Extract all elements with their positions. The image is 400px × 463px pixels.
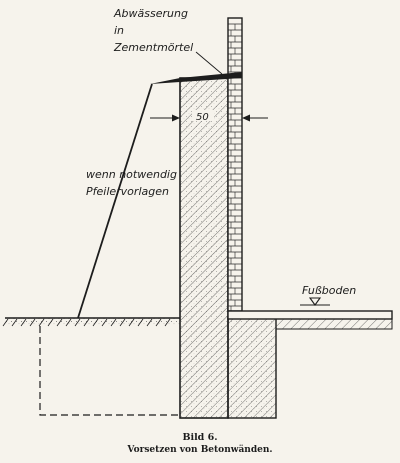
ground-tick bbox=[2, 318, 9, 327]
floor-level-marker bbox=[308, 297, 322, 306]
ground-tick bbox=[65, 318, 72, 327]
floor-slab bbox=[227, 310, 393, 320]
ground-tick bbox=[119, 318, 126, 327]
ground-tick bbox=[47, 318, 54, 327]
dimension-label: 50 bbox=[196, 112, 209, 123]
ground-tick bbox=[155, 318, 162, 327]
ground-tick bbox=[74, 318, 81, 327]
drainage-label-line2: in bbox=[114, 24, 124, 37]
ground-tick bbox=[146, 318, 153, 327]
ground-tick bbox=[128, 318, 135, 327]
ground-tick bbox=[11, 318, 18, 327]
pillar-slope-line bbox=[77, 83, 153, 319]
ground-ticks bbox=[2, 318, 171, 327]
ground-tick bbox=[38, 318, 45, 327]
ground-tick bbox=[29, 318, 36, 327]
ground-tick bbox=[92, 318, 99, 327]
ground-tick bbox=[83, 318, 90, 327]
pillar-label-line2: Pfeilervorlagen bbox=[86, 185, 169, 198]
floor-base-layer bbox=[275, 318, 393, 330]
drainage-label-line3: Zementmörtel bbox=[113, 41, 193, 54]
ground-tick bbox=[137, 318, 144, 327]
ground-tick bbox=[164, 318, 171, 327]
drainage-mortar bbox=[150, 72, 242, 84]
ground-tick bbox=[101, 318, 108, 327]
caption-title: Bild 6. bbox=[182, 432, 217, 443]
caption-subtitle: Vorsetzen von Betonwänden. bbox=[126, 444, 272, 455]
brick-courses bbox=[228, 23, 242, 312]
ground-tick bbox=[110, 318, 117, 327]
dimension-marker bbox=[150, 110, 268, 122]
foundation-texture bbox=[228, 318, 276, 418]
drainage-leader bbox=[195, 51, 223, 75]
pillar-label-line1: wenn notwendig bbox=[86, 168, 177, 181]
drainage-label-line1: Abwässerung bbox=[113, 7, 188, 20]
ground-left bbox=[5, 318, 180, 326]
ground-tick bbox=[20, 318, 27, 327]
floor-label: Fußboden bbox=[302, 284, 356, 297]
ground-tick bbox=[56, 318, 63, 327]
excavation-outline bbox=[39, 326, 180, 416]
concrete-wall-texture bbox=[180, 78, 228, 418]
